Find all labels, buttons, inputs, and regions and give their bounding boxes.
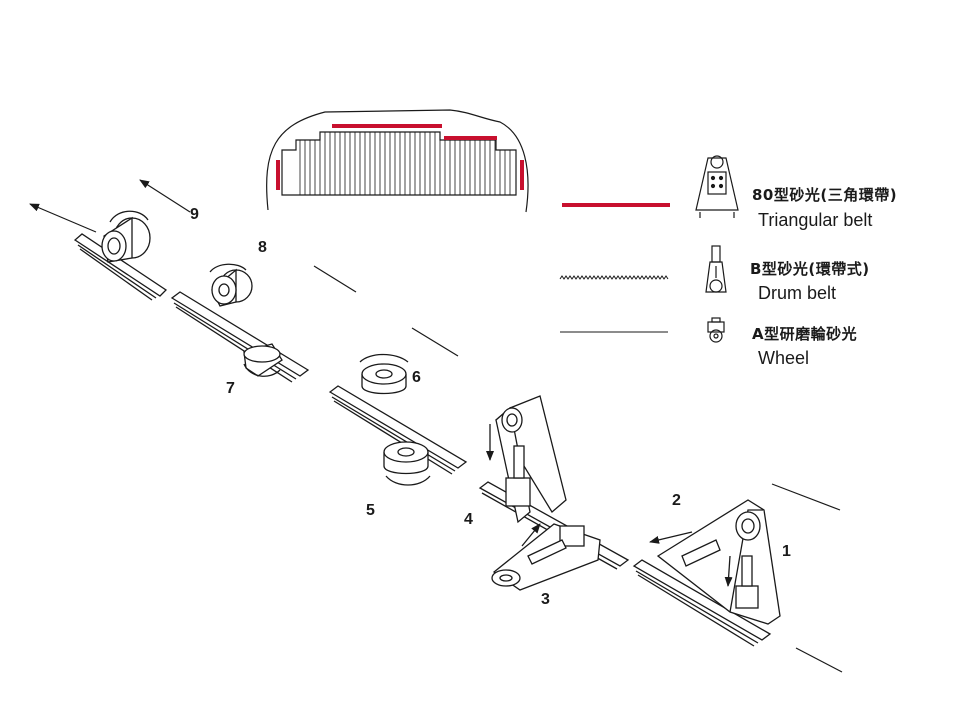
rail-segment-1 — [632, 559, 772, 647]
station-label-4: 4 — [464, 511, 473, 528]
triangular-belt-machine-icon — [695, 155, 739, 218]
station-3-arm-machine — [491, 523, 601, 591]
rail-segment-9 — [73, 233, 168, 301]
station-4-belt-machine — [486, 395, 567, 524]
station-6-wheel — [359, 353, 409, 395]
station-labels: 1 2 3 4 5 6 7 8 9 — [190, 206, 791, 608]
wheel-machine-icon — [707, 317, 725, 343]
drum-belt-machine-icon — [705, 245, 727, 293]
station-label-1: 1 — [782, 543, 791, 560]
legend-subtitle-wheel: Wheel — [758, 348, 810, 368]
legend-line-wavy — [559, 275, 669, 280]
arrow-entry-lower — [795, 647, 843, 673]
arrow-9 — [139, 179, 191, 213]
station-label-3: 3 — [541, 591, 550, 608]
station-7-wheel — [243, 343, 283, 377]
legend-title-wheel: A型研磨輪砂光 — [752, 325, 858, 343]
station-8-wheel — [209, 263, 253, 307]
station-label-6: 6 — [412, 369, 421, 386]
arrow-exit — [29, 203, 97, 233]
arrow-2 — [649, 531, 693, 544]
feed-direction-arrows — [29, 179, 843, 673]
station-5-wheel — [383, 441, 431, 486]
legend-title-triangular: 80型砂光(三角環帶) — [752, 186, 898, 204]
rail-segment-8 — [170, 291, 310, 383]
conveyor-rails — [73, 233, 772, 647]
station-9-wheel — [101, 210, 151, 263]
station-label-5: 5 — [366, 502, 375, 519]
legend-samples — [559, 203, 670, 333]
arrow-6 — [411, 327, 459, 357]
station-label-9: 9 — [190, 206, 199, 223]
station-label-7: 7 — [226, 380, 235, 397]
legend-subtitle-triangular: Triangular belt — [758, 210, 873, 230]
station-1-triangle-machine — [656, 499, 781, 625]
arrow-entry-upper — [771, 483, 841, 511]
station-label-8: 8 — [258, 239, 267, 256]
station-label-2: 2 — [672, 492, 681, 509]
legend-subtitle-drum: Drum belt — [758, 283, 837, 303]
legend-title-drum: B型砂光(環帶式) — [750, 260, 870, 278]
arrow-8 — [313, 265, 357, 293]
profile-cross-section — [266, 109, 529, 213]
